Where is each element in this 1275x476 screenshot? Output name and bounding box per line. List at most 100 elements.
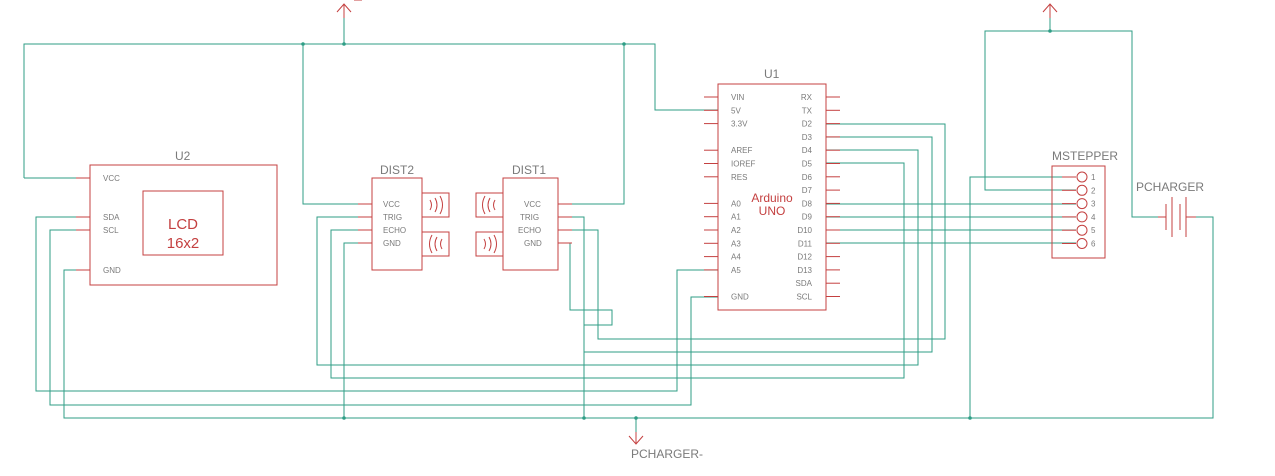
arduino-pin-label: D8 bbox=[802, 199, 813, 208]
stepper-pin-label: 6 bbox=[1091, 240, 1096, 249]
dist2-pin-label: VCC bbox=[383, 200, 400, 209]
stepper-pin-label: 2 bbox=[1091, 186, 1096, 195]
dist2-component[interactable]: DIST2 VCC TRIG ECHO GND bbox=[358, 163, 450, 271]
stepper-pin-label: 3 bbox=[1091, 200, 1096, 209]
wire-stepper2-vcc bbox=[984, 30, 1158, 218]
stepper-pin-socket bbox=[1076, 211, 1088, 223]
wire-vcc-dist1 bbox=[558, 44, 625, 205]
arduino-pin-label: A2 bbox=[731, 226, 741, 235]
supply-ground: PCHARGER- bbox=[628, 432, 703, 461]
arduino-pin-label: D9 bbox=[802, 213, 813, 222]
arduino-pin-label: RX bbox=[801, 93, 813, 102]
junction bbox=[301, 42, 305, 46]
dist1-pin-label: ECHO bbox=[518, 226, 541, 235]
ultrasonic-transducer-icon bbox=[475, 192, 504, 218]
wire-lcd-sda bbox=[35, 216, 718, 392]
arduino-pin-label: D11 bbox=[798, 239, 813, 248]
arduino-body-line1: Arduino bbox=[751, 191, 793, 205]
wire-dist1-echo bbox=[558, 123, 946, 340]
lcd-pin-label: SCL bbox=[103, 226, 119, 235]
arduino-pin-label: D7 bbox=[802, 186, 813, 195]
stepper-pin-socket bbox=[1076, 224, 1088, 236]
arduino-pin-label: D3 bbox=[802, 133, 813, 142]
dist1-component[interactable]: DIST1 VCC TRIG ECHO GND bbox=[475, 163, 572, 271]
dist1-ref-label: DIST1 bbox=[512, 163, 546, 177]
battery-ref-label: PCHARGER bbox=[1136, 180, 1204, 194]
arduino-pin-label: 3.3V bbox=[731, 120, 748, 129]
stepper-pins: 1 2 3 4 5 6 bbox=[1062, 171, 1096, 249]
ultrasonic-receiver-icon bbox=[475, 231, 504, 257]
stepper-pin-label: 5 bbox=[1091, 226, 1096, 235]
lcd-ref-label: U2 bbox=[175, 149, 191, 163]
wire-dist1-trig bbox=[558, 136, 933, 353]
wire-dist2-gnd bbox=[343, 242, 372, 418]
stepper-pin-label: 4 bbox=[1091, 213, 1096, 222]
arduino-pin-label: A3 bbox=[731, 239, 741, 248]
lcd-display-line2: 16x2 bbox=[167, 235, 200, 252]
lcd-pin-label: SDA bbox=[103, 213, 120, 222]
arduino-pin-label: AREF bbox=[731, 146, 752, 155]
junction bbox=[968, 416, 972, 420]
junctions bbox=[301, 29, 1052, 420]
wire-dist2-echo bbox=[330, 162, 905, 379]
ground-net-label: PCHARGER- bbox=[631, 447, 703, 461]
stepper-pin-socket bbox=[1076, 238, 1088, 249]
dist1-pin-label: GND bbox=[524, 239, 542, 248]
stepper-ref-label: MSTEPPER bbox=[1052, 149, 1118, 163]
arduino-ref-label: U1 bbox=[764, 67, 780, 81]
lcd-component[interactable]: U2 LCD 16x2 VCC SDA SCL GND bbox=[76, 149, 278, 286]
dist1-pin-label: TRIG bbox=[520, 213, 539, 222]
arduino-pin-label: GND bbox=[731, 293, 749, 302]
wires bbox=[23, 18, 1214, 438]
lcd-pin-label: VCC bbox=[103, 174, 120, 183]
wire-dist1-gnd bbox=[558, 242, 613, 418]
junction bbox=[1048, 29, 1052, 33]
wire-vcc-dist2 bbox=[302, 44, 372, 205]
arduino-pin-label: D2 bbox=[802, 120, 813, 129]
arduino-pin-label: D10 bbox=[797, 226, 812, 235]
dist2-ref-label: DIST2 bbox=[380, 163, 414, 177]
stepper-pin-socket bbox=[1076, 171, 1088, 183]
stepper-pin-label: 1 bbox=[1091, 173, 1096, 182]
battery-component[interactable]: PCHARGER bbox=[1136, 180, 1204, 237]
arduino-pin-label: D13 bbox=[797, 266, 812, 275]
arduino-pin-label: VIN bbox=[731, 93, 745, 102]
supply-vcc-right bbox=[1042, 3, 1058, 18]
arduino-uno-component[interactable]: U1 Arduino UNO VIN5V3.3VAREFIOREFRESA0A1… bbox=[704, 67, 840, 311]
stepper-pin-socket bbox=[1076, 198, 1088, 210]
arduino-pin-label: D12 bbox=[797, 253, 812, 262]
arduino-pin-label: A1 bbox=[731, 213, 741, 222]
dist2-pin-label: GND bbox=[383, 239, 401, 248]
lcd-display-line1: LCD bbox=[168, 216, 198, 233]
arduino-pin-label: RES bbox=[731, 173, 747, 182]
junction bbox=[342, 42, 346, 46]
wire-lcd-scl bbox=[49, 229, 718, 406]
lcd-pin-label: GND bbox=[103, 266, 121, 275]
wire-lcd-gnd bbox=[63, 216, 1214, 419]
wire-vcc-top bbox=[23, 43, 718, 178]
arduino-pin-label: A4 bbox=[731, 253, 741, 262]
stepper-connector-component[interactable]: MSTEPPER 1 2 3 4 5 6 bbox=[1051, 149, 1118, 259]
arduino-pin-label: IOREF bbox=[731, 160, 756, 169]
arduino-pin-label: A0 bbox=[731, 199, 741, 208]
junction bbox=[622, 42, 626, 46]
junction bbox=[634, 416, 638, 420]
arduino-pin-label: D6 bbox=[802, 173, 813, 182]
arduino-pin-label: D4 bbox=[802, 146, 813, 155]
arduino-pin-label: D5 bbox=[802, 160, 813, 169]
supply-vcc-left bbox=[336, 0, 362, 18]
arduino-pin-label: SCL bbox=[796, 293, 812, 302]
junction bbox=[342, 416, 346, 420]
arduino-pin-label: A5 bbox=[731, 266, 741, 275]
arduino-pin-label: SDA bbox=[796, 279, 813, 288]
stepper-pin-socket bbox=[1076, 184, 1088, 196]
ultrasonic-transducer-icon bbox=[421, 192, 450, 218]
arduino-pin-label: TX bbox=[802, 106, 813, 115]
arduino-pin-label: 5V bbox=[731, 106, 741, 115]
ultrasonic-receiver-icon bbox=[421, 231, 450, 257]
dist2-pin-label: ECHO bbox=[383, 226, 406, 235]
wire-dist2-trig bbox=[316, 149, 919, 366]
